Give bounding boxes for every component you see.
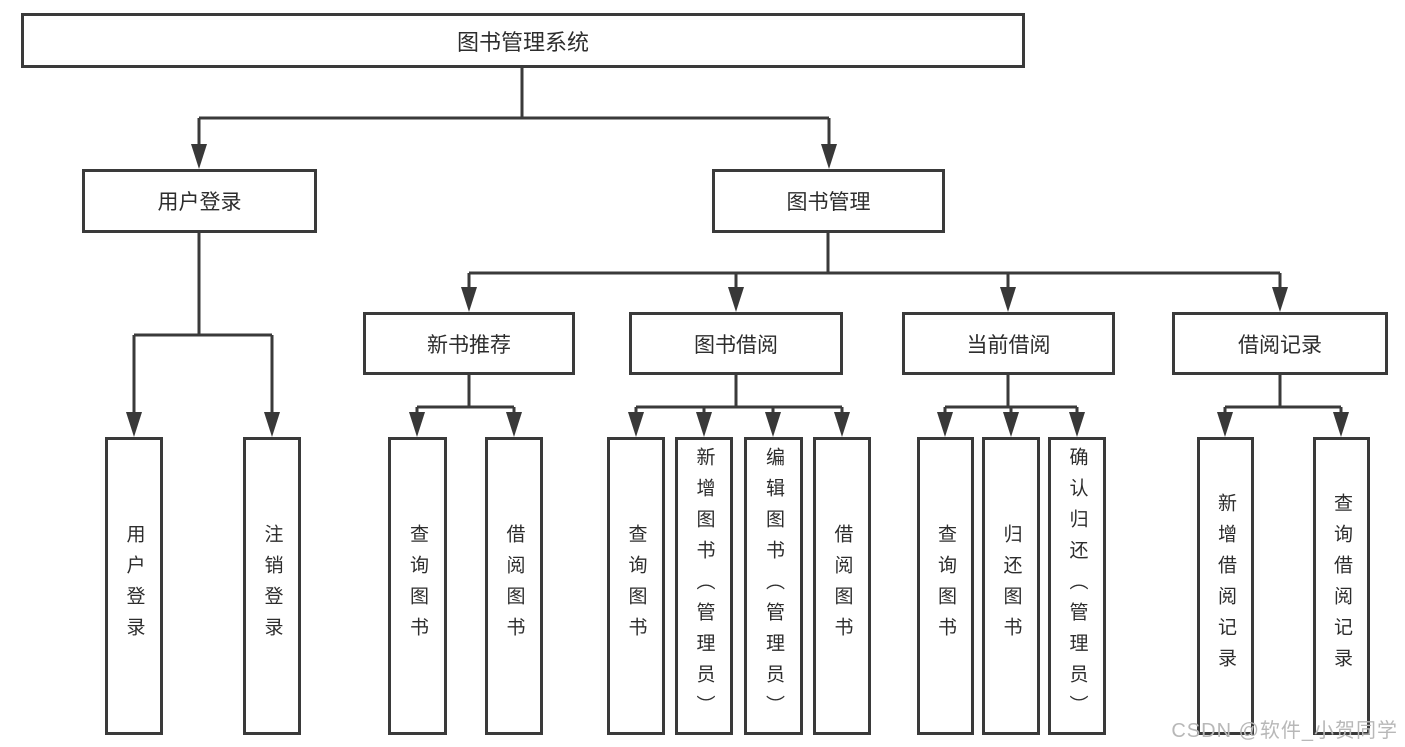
node-new-book-recommend-label: 新书推荐 <box>427 333 511 357</box>
leaf-query-books-current: 查询图书 <box>917 437 974 735</box>
leaf-add-books-admin-label: 新增图书（管理员） <box>693 446 715 726</box>
arrowhead <box>834 412 850 437</box>
node-current-borrow-label: 当前借阅 <box>966 333 1051 357</box>
node-borrow-records: 借阅记录 <box>1172 312 1388 375</box>
node-book-borrow: 图书借阅 <box>629 312 843 375</box>
arrowhead <box>1003 412 1019 437</box>
arrowhead <box>409 412 425 437</box>
arrowhead <box>1333 412 1349 437</box>
leaf-query-books-recommend-label: 查询图书 <box>407 524 428 648</box>
leaf-borrow-books-label: 借阅图书 <box>831 524 853 648</box>
leaf-add-borrow-record: 新增借阅记录 <box>1197 437 1254 735</box>
leaf-user-login: 用户登录 <box>105 437 163 735</box>
leaf-query-books-recommend: 查询图书 <box>388 437 447 735</box>
node-book-management-label: 图书管理 <box>786 191 871 214</box>
node-new-book-recommend: 新书推荐 <box>363 312 575 375</box>
arrowhead <box>191 144 207 169</box>
arrowhead <box>821 144 837 169</box>
arrowhead <box>937 412 953 437</box>
node-user-login: 用户登录 <box>82 169 317 233</box>
leaf-user-login-label: 用户登录 <box>123 524 145 648</box>
arrowhead <box>264 412 280 437</box>
leaf-borrow-books: 借阅图书 <box>813 437 871 735</box>
leaf-query-borrow-record: 查询借阅记录 <box>1313 437 1370 735</box>
arrowhead <box>126 412 142 437</box>
leaf-add-borrow-record-label: 新增借阅记录 <box>1215 493 1236 679</box>
leaf-query-books-borrow: 查询图书 <box>607 437 665 735</box>
node-borrow-records-label: 借阅记录 <box>1238 333 1322 357</box>
csdn-watermark: CSDN @软件_小贺同学 <box>1171 720 1398 742</box>
node-user-login-label: 用户登录 <box>157 191 242 214</box>
arrowhead <box>461 287 477 312</box>
node-book-borrow-label: 图书借阅 <box>694 333 778 357</box>
node-book-management: 图书管理 <box>712 169 945 233</box>
arrowhead <box>628 412 644 437</box>
leaf-add-books-admin: 新增图书（管理员） <box>675 437 733 735</box>
leaf-query-borrow-record-label: 查询借阅记录 <box>1331 493 1352 679</box>
leaf-edit-books-admin: 编辑图书（管理员） <box>744 437 803 735</box>
node-root: 图书管理系统 <box>21 13 1025 68</box>
arrowhead <box>728 287 744 312</box>
leaf-confirm-return-admin: 确认归还（管理员） <box>1048 437 1106 735</box>
leaf-edit-books-admin-label: 编辑图书（管理员） <box>763 446 784 726</box>
leaf-confirm-return-admin-label: 确认归还（管理员） <box>1066 446 1088 726</box>
leaf-borrow-books-recommend-label: 借阅图书 <box>503 524 525 648</box>
arrowhead <box>506 412 522 437</box>
arrowhead <box>1217 412 1233 437</box>
arrowhead <box>1272 287 1288 312</box>
leaf-return-books-label: 归还图书 <box>1000 524 1022 648</box>
node-current-borrow: 当前借阅 <box>902 312 1115 375</box>
node-root-label: 图书管理系统 <box>456 29 589 55</box>
arrowhead <box>1069 412 1085 437</box>
arrowhead <box>696 412 712 437</box>
leaf-borrow-books-recommend: 借阅图书 <box>485 437 543 735</box>
leaf-query-books-current-label: 查询图书 <box>935 524 956 648</box>
leaf-logout: 注销登录 <box>243 437 301 735</box>
arrowhead <box>765 412 781 437</box>
arrowhead <box>1000 287 1016 312</box>
leaf-logout-label: 注销登录 <box>261 524 283 648</box>
leaf-query-books-borrow-label: 查询图书 <box>625 524 647 648</box>
leaf-return-books: 归还图书 <box>982 437 1040 735</box>
